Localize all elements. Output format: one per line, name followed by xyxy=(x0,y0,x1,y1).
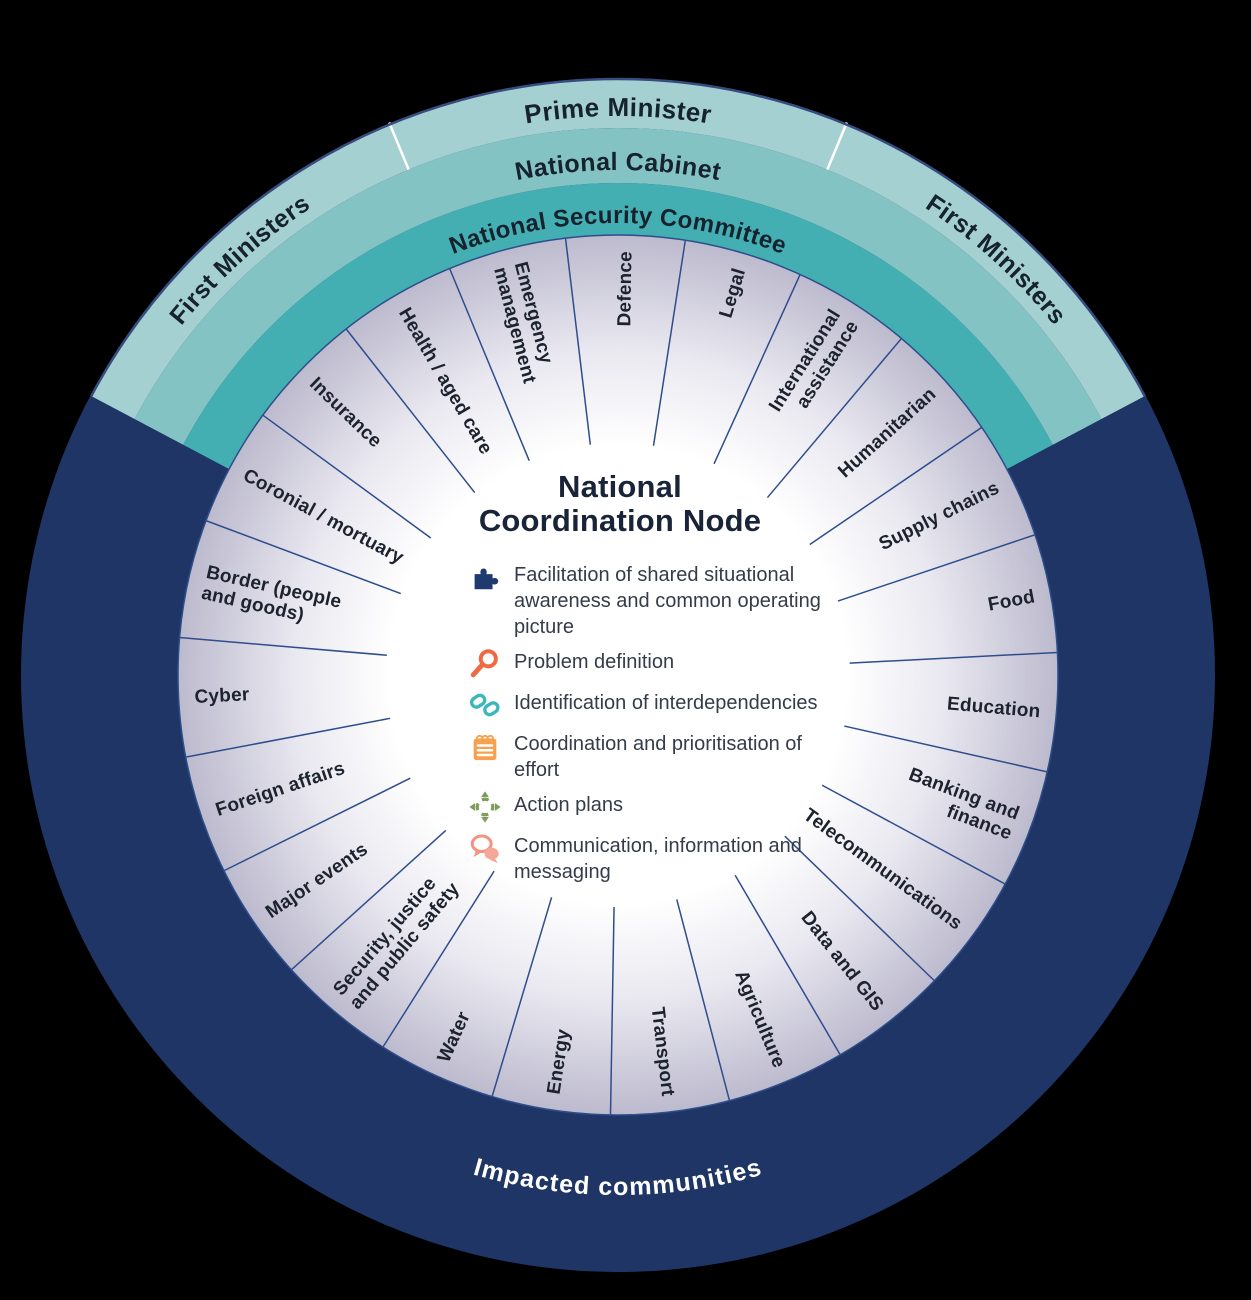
sector-divider xyxy=(290,829,447,971)
sector-divider xyxy=(821,784,1006,885)
sector-divider xyxy=(345,328,476,494)
sector-divider xyxy=(784,835,935,982)
sector-divider xyxy=(652,240,687,446)
sector-divider xyxy=(185,717,391,758)
notepad-icon xyxy=(468,729,502,763)
sector-divider xyxy=(564,238,592,445)
sector-divider xyxy=(676,899,731,1101)
sector-divider xyxy=(448,268,530,461)
first-ministers-divider xyxy=(826,122,848,171)
function-item: Coordination and prioritisation of effor… xyxy=(468,731,836,783)
puzzle-icon xyxy=(468,560,502,594)
sector-divider xyxy=(223,777,411,872)
function-item: Facilitation of shared situational aware… xyxy=(468,562,836,640)
center-panel: National Coordination Node Facilitation … xyxy=(404,469,836,894)
function-list: Facilitation of shared situational aware… xyxy=(468,562,836,885)
governance-band-2 xyxy=(183,182,1053,471)
sector-label-cyber: Cyber xyxy=(194,684,250,708)
sector-divider xyxy=(382,870,495,1048)
sector-divider xyxy=(609,906,615,1115)
function-text: Communication, information and messaging xyxy=(514,835,802,884)
sector-divider xyxy=(844,725,1048,773)
function-item: Action plans xyxy=(468,790,836,824)
sector-divider xyxy=(205,519,402,595)
sector-divider xyxy=(837,534,1036,602)
sector-ring xyxy=(177,234,1059,1116)
page-title: National Coordination Node xyxy=(404,469,836,539)
first-ministers-divider xyxy=(388,122,410,171)
action-plans-icon xyxy=(468,790,502,824)
governance-band-0 xyxy=(90,78,1146,420)
page-title-line1: National xyxy=(558,469,682,504)
function-text: Facilitation of shared situational aware… xyxy=(514,564,821,639)
function-text: Identification of interdependencies xyxy=(514,692,818,715)
sector-divider xyxy=(713,274,801,465)
function-item: Identification of interdependencies xyxy=(468,690,836,722)
sector-divider xyxy=(809,426,983,546)
magnifier-icon xyxy=(468,647,502,681)
governance-outer-edge xyxy=(90,77,1146,397)
function-text: Action plans xyxy=(514,794,623,817)
page-title-line2: Coordination Node xyxy=(478,503,762,539)
function-text: Problem definition xyxy=(514,651,675,674)
sector-divider xyxy=(734,874,841,1056)
sector-divider xyxy=(179,636,387,656)
sector-divider xyxy=(262,414,432,539)
function-text: Coordination and prioritisation of effor… xyxy=(514,733,802,782)
sector-divider xyxy=(491,897,553,1097)
chain-link-icon xyxy=(468,688,502,722)
governance-band-1 xyxy=(134,128,1102,445)
sector-divider xyxy=(766,337,903,499)
function-item: Problem definition xyxy=(468,649,836,681)
function-item: Communication, information and messaging xyxy=(468,833,836,885)
speech-bubbles-icon xyxy=(468,831,502,865)
sector-label-defence: Defence xyxy=(614,251,636,327)
sector-divider xyxy=(849,651,1058,664)
